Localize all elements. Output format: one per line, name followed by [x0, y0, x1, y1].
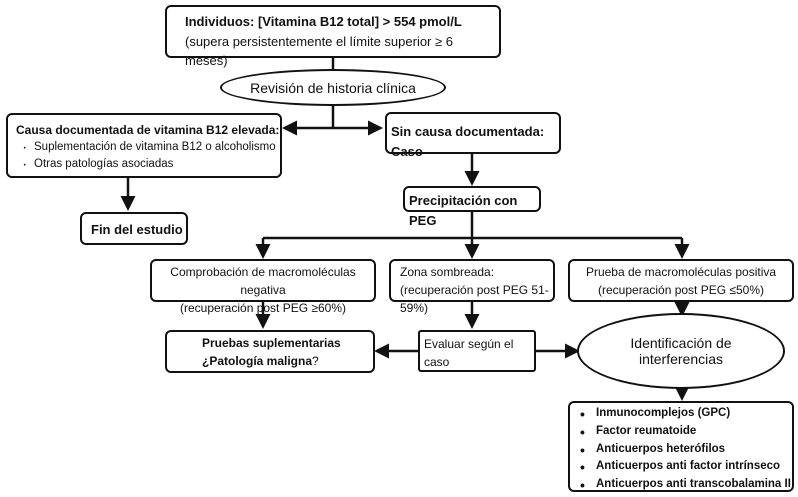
positive-title: Prueba de macromoléculas positiva	[585, 265, 777, 279]
shaded-title: Zona sombreada:	[400, 265, 495, 279]
list-item: Factor reumatoide	[570, 422, 792, 443]
list-item: Inmunocomplejos (GPC)	[570, 404, 792, 425]
documented-cause-title: Causa documentada de vitamina B12 elevad…	[16, 123, 280, 137]
interferences-box: Inmunocomplejos (GPC) Factor reumatoide …	[568, 401, 794, 497]
documented-cause-list: Suplementación de vitamina B12 o alcohol…	[16, 136, 280, 178]
list-item: Anticuerpos anti transcobalamina II	[570, 475, 792, 496]
supplementary-question: ¿Patología maligna?	[202, 352, 373, 370]
individuals-box: Individuos: [Vitamina B12 total] > 554 p…	[165, 5, 501, 68]
supplementary-question-text: ¿Patología maligna	[202, 354, 313, 368]
evaluate-label: Evaluar según el caso	[424, 337, 514, 369]
interferences-list: Inmunocomplejos (GPC) Factor reumatoide …	[570, 404, 792, 497]
negative-recovery: (recuperación post PEG ≥60%)	[180, 301, 346, 315]
peg-box: Precipitación con PEG	[403, 186, 541, 228]
list-item: Otras patologías asociadas	[16, 153, 280, 177]
shaded-box: Zona sombreada: (recuperación post PEG 5…	[389, 259, 555, 315]
positive-box: Prueba de macromoléculas positiva (recup…	[568, 259, 794, 302]
supplementary-title: Pruebas suplementarias	[202, 336, 341, 350]
negative-title: Comprobación de macromoléculas negativa	[170, 265, 356, 297]
identification-ellipse: Identificación de interferencias	[577, 313, 785, 389]
evaluate-box: Evaluar según el caso	[418, 330, 536, 372]
identification-line2: interferencias	[638, 351, 724, 367]
shaded-recovery: (recuperación post PEG 51-59%)	[400, 283, 549, 315]
supplementary-question-mark: ?	[312, 354, 319, 368]
list-item: Suplementación de vitamina B12 o alcohol…	[16, 136, 280, 160]
documented-cause-box: Causa documentada de vitamina B12 elevad…	[6, 113, 282, 178]
no-cause-label: Sin causa documentada: Caso	[391, 124, 545, 159]
end-study-box: Fin del estudio	[80, 212, 188, 245]
negative-box: Comprobación de macromoléculas negativa …	[150, 259, 376, 315]
review-label: Revisión de historia clínica	[250, 79, 416, 96]
supplementary-box: Pruebas suplementarias ¿Patología malign…	[165, 330, 375, 373]
no-cause-box: Sin causa documentada: Caso	[385, 112, 561, 159]
individuals-subtitle: (supera persistentemente el límite super…	[185, 33, 453, 69]
list-item: Anticuerpos anti factor intrínseco	[570, 457, 792, 478]
positive-recovery: (recuperación post PEG ≤50%)	[598, 283, 764, 297]
individuals-title: Individuos: [Vitamina B12 total] > 554 p…	[185, 14, 462, 29]
end-study-label: Fin del estudio	[91, 222, 183, 237]
identification-line1: Identificación de	[630, 335, 732, 351]
list-item: Anticuerpos heterófilos	[570, 440, 792, 461]
peg-label: Precipitación con PEG	[409, 193, 518, 228]
review-ellipse: Revisión de historia clínica	[220, 69, 446, 106]
